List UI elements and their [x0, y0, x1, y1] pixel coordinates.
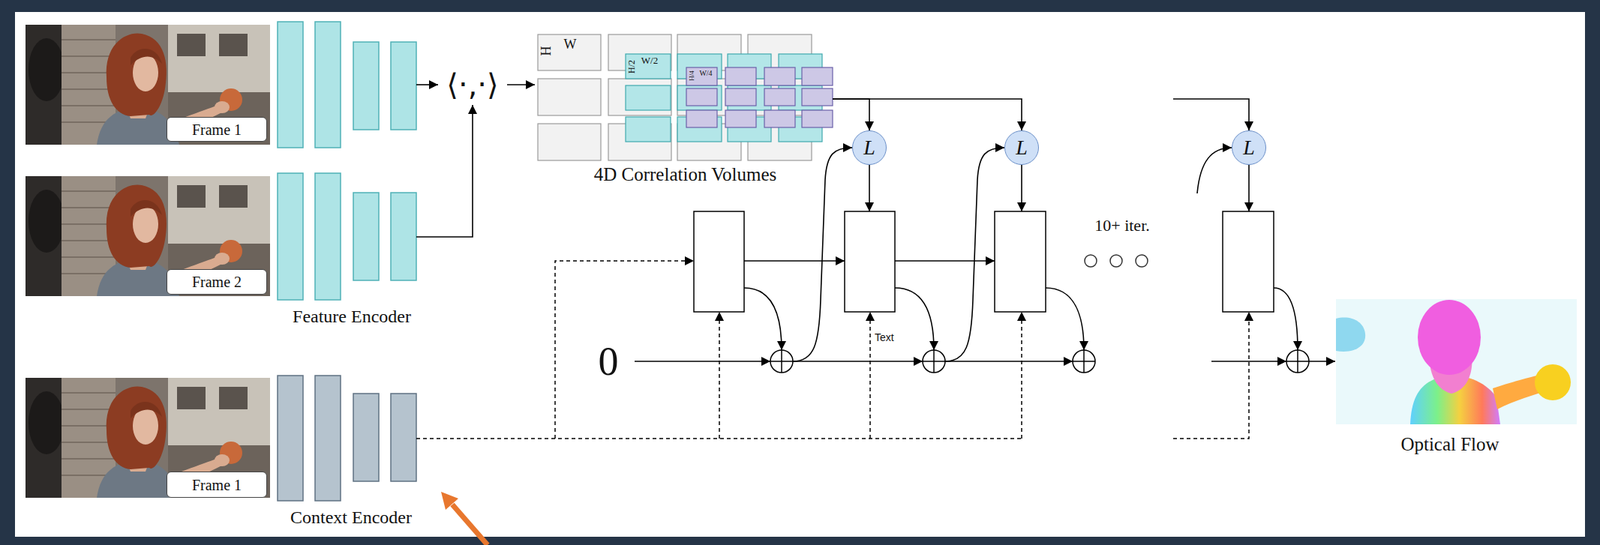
part-name: Context Encoder: [290, 508, 412, 527]
flow-connector: [832, 99, 870, 131]
lookup-circle: L: [852, 130, 887, 166]
iteration-note: 10+ iter.: [1094, 217, 1150, 235]
dimension-label: W: [564, 37, 577, 52]
node-text: Frame 1: [192, 477, 242, 494]
feature-encoder-bars: [277, 21, 417, 301]
node-text: Frame 2: [192, 273, 242, 291]
dimension-label: W/4: [699, 69, 712, 78]
context-dashed-wires: [416, 261, 1249, 439]
dimension-label: H: [539, 46, 553, 57]
frame-photos: [25, 24, 271, 499]
dimension-label: H/2: [627, 60, 637, 74]
frame-tag: Frame 1: [166, 117, 268, 142]
solid-wires: [416, 84, 1336, 362]
dimension-label: W/2: [641, 55, 658, 66]
part-name: Optical Flow: [1400, 435, 1499, 454]
lookup-circle: L: [1004, 130, 1039, 166]
lookup-circle: L: [1231, 130, 1267, 166]
frame-photo: [25, 176, 271, 297]
frame-photo: [25, 24, 271, 145]
context-encoder-bars: [277, 375, 417, 502]
sum-nodes: [770, 350, 1309, 373]
optical-flow-image: [1335, 299, 1577, 425]
correlation-grid: [537, 34, 833, 161]
dimension-label: H/4: [688, 70, 696, 82]
initial-value: 0: [598, 341, 619, 382]
inner-product-symbol: ⟨·,·⟩: [446, 69, 499, 100]
node-text: 4D Correlation Volumes: [594, 164, 778, 186]
ellipsis-dots: [1084, 255, 1148, 268]
node-text: L: [1242, 137, 1255, 159]
update-blocks: [693, 211, 1274, 313]
stray-note: Text: [874, 332, 895, 343]
frame-photo: [25, 378, 271, 499]
part-name: Feature Encoder: [292, 307, 412, 326]
node-text: L: [863, 137, 876, 159]
correlation-volume: 4D Correlation Volumes: [537, 34, 833, 185]
frame-tag: Frame 1: [166, 471, 268, 499]
node-text: Frame 1: [192, 121, 242, 139]
frame-tag: Frame 2: [166, 269, 268, 295]
flow-connector: [832, 99, 1022, 131]
node-text: L: [1015, 137, 1028, 159]
callout-arrow: [441, 492, 488, 545]
